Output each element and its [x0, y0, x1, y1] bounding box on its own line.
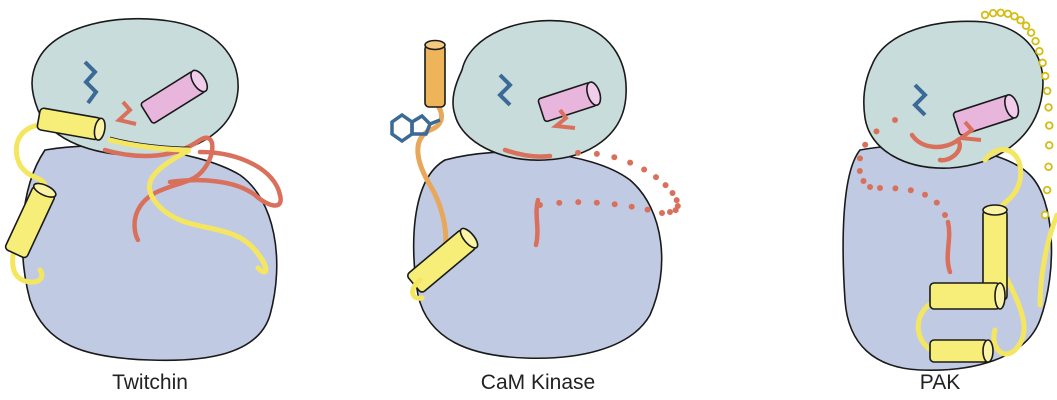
dotted-path-dot — [1042, 212, 1049, 219]
pak-yellow-helix-horizontal-2 — [930, 340, 993, 362]
dotted-path-dot — [867, 184, 873, 190]
dotted-path-dot — [990, 10, 997, 17]
dotted-path-dot — [1046, 142, 1053, 149]
dotted-path-dot — [1032, 38, 1039, 45]
cam-kinase-panel — [392, 21, 681, 359]
dotted-path-dot — [1046, 122, 1053, 129]
pak-yellow-helix-horizontal-1 — [930, 283, 1005, 309]
caption-pak: PAK — [920, 371, 960, 394]
dotted-path-dot — [922, 192, 928, 198]
dotted-path-dot — [537, 202, 543, 208]
dotted-path-dot — [1045, 164, 1052, 171]
cam-kinase-orange-helix — [425, 41, 445, 108]
dotted-path-dot — [892, 117, 898, 123]
twitchin-panel — [4, 19, 280, 361]
dotted-path-dot — [594, 200, 600, 206]
dotted-path-dot — [1036, 48, 1043, 55]
dotted-path-dot — [556, 200, 562, 206]
dotted-path-dot — [997, 10, 1004, 17]
dotted-path-dot — [575, 199, 581, 205]
dotted-path-dot — [1044, 187, 1051, 194]
dotted-path-dot — [653, 174, 659, 180]
dotted-path-dot — [873, 128, 879, 134]
dotted-path-dot — [1023, 22, 1030, 29]
dotted-path-dot — [670, 190, 676, 196]
dotted-path-dot — [1042, 73, 1049, 80]
dotted-path-dot — [594, 151, 600, 157]
dotted-path-dot — [1044, 88, 1051, 95]
dotted-path-dot — [892, 185, 898, 191]
dotted-path-dot — [934, 200, 940, 206]
dotted-path-dot — [1017, 17, 1024, 24]
dotted-path-dot — [659, 210, 665, 216]
dotted-path-dot — [908, 187, 914, 193]
dotted-path-dot — [942, 212, 948, 218]
dotted-path-dot — [673, 207, 679, 213]
pak-n-lobe — [864, 21, 1043, 168]
dotted-path-dot — [667, 209, 673, 215]
dotted-path-dot — [641, 166, 647, 172]
dotted-path-dot — [627, 160, 633, 166]
dotted-path-dot — [857, 168, 863, 174]
dotted-path-dot — [1039, 60, 1046, 67]
dotted-path-dot — [862, 142, 868, 148]
dotted-path-dot — [629, 204, 635, 210]
dotted-path-dot — [612, 201, 618, 207]
dotted-path-dot — [857, 155, 863, 161]
caption-cam-kinase: CaM Kinase — [481, 371, 595, 394]
dotted-path-dot — [861, 178, 867, 184]
dotted-path-dot — [982, 12, 989, 19]
dotted-path-dot — [663, 182, 669, 188]
cam-kinase-n-lobe — [453, 21, 626, 161]
dotted-path-dot — [645, 207, 651, 213]
pak-red-loop-2 — [948, 222, 950, 272]
dotted-path-dot — [575, 150, 581, 156]
dotted-path-dot — [674, 197, 680, 203]
dotted-path-dot — [1045, 104, 1052, 111]
pak-panel — [843, 10, 1057, 371]
caption-twitchin: Twitchin — [112, 371, 188, 394]
dotted-path-dot — [1005, 11, 1012, 18]
dotted-path-dot — [877, 185, 883, 191]
dotted-path-dot — [611, 154, 617, 160]
dotted-path-dot — [1028, 29, 1035, 36]
